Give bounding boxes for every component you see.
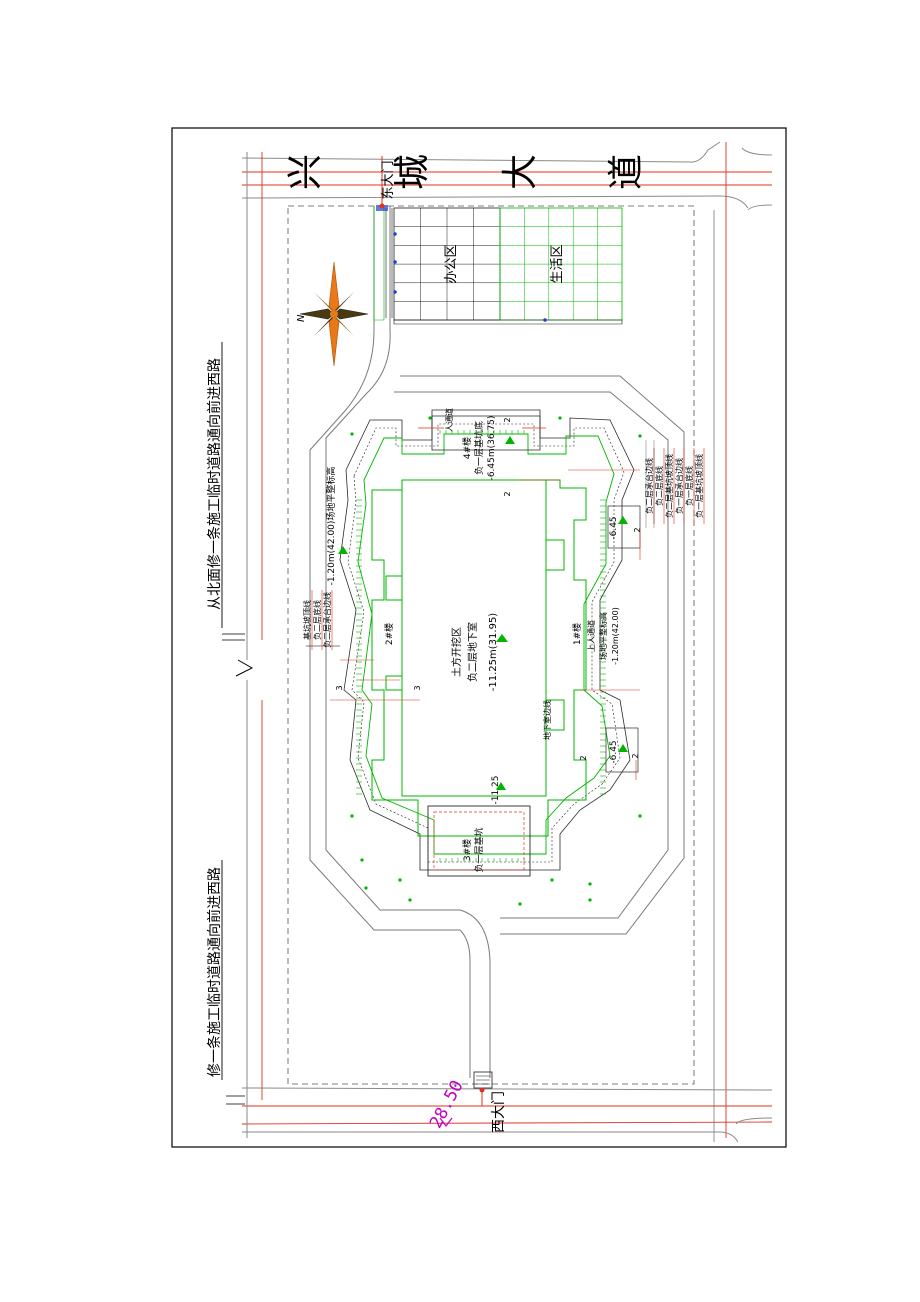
svg-text:办公区: 办公区 [444,244,459,283]
survey-stake [588,898,592,902]
building-1-label: 1#楼 [571,623,583,645]
basement-outline [371,479,587,837]
drawing-frame [171,127,787,1148]
survey-stake [638,434,642,438]
svg-text:1#楼: 1#楼 [571,623,583,645]
svg-text:基坑坡顶线: 基坑坡顶线 [302,600,312,640]
right-step-upper: -6.45 [607,505,641,549]
svg-text:负一层基坑: 负一层基坑 [473,827,485,872]
south-road-note: 修一条施工临时道路通向前进西路 [206,860,223,1080]
north-arrow-icon: N [296,261,369,367]
building-2-label: 2#楼 [383,623,395,645]
basement-edge-label: 地下室边线 [542,700,552,740]
legend-right: 负二层承台边线 负二层底线 负二层基坑坡顶线 负一层承台边线 负一层底线 负一层… [644,440,705,528]
svg-text:上人通道: 上人通道 [586,620,596,652]
svg-text:负二层地下室: 负二层地下室 [466,622,479,682]
svg-text:负二层承台边线: 负二层承台边线 [322,592,332,648]
survey-stake [350,814,354,818]
svg-text:土方开挖区: 土方开挖区 [450,627,463,677]
svg-text:兴: 兴 [285,154,326,190]
survey-stake [428,416,432,420]
svg-text:2: 2 [503,491,512,496]
svg-text:负一层底线: 负一层底线 [684,466,694,506]
svg-text:负一层承台边线: 负一层承台边线 [674,458,684,514]
svg-text:2#楼: 2#楼 [383,623,395,645]
svg-text:城: 城 [392,154,433,190]
earthwork-zone-label: 土方开挖区 负二层地下室 -11.25m(31.95) [450,613,499,692]
elevation-11-25: -11.25 [491,775,506,805]
svg-text:从北面修一条施工临时道路通向前进西路: 从北面修一条施工临时道路通向前进西路 [206,358,223,610]
west-road [241,1087,773,1143]
survey-stakes [350,416,642,906]
svg-text:3#楼: 3#楼 [461,839,473,861]
right-step-lower: -6.45 [605,727,639,773]
svg-text:-11.25m(31.95): -11.25m(31.95) [488,613,499,692]
survey-stake [398,878,402,882]
svg-text:N: N [296,314,307,322]
east-gate: 东大门 [379,156,396,209]
survey-stake [638,814,642,818]
svg-text:人通道: 人通道 [444,408,454,432]
dimension-labels: 2 2 2 2 2 3 3 [335,417,642,760]
survey-stake [364,886,368,890]
svg-text:负一层基坑底: 负一层基坑底 [473,421,485,475]
svg-text:场地平整标高: 场地平整标高 [598,612,608,660]
survey-stake [350,432,354,436]
survey-stake [558,416,562,420]
svg-text:负一层基坑坡顶线: 负一层基坑坡顶线 [694,454,704,518]
svg-text:负二层基坑坡顶线: 负二层基坑坡顶线 [664,454,674,518]
survey-stake [360,858,364,862]
svg-text:负二层承台边线: 负二层承台边线 [644,458,654,514]
west-gate: 西大门 28.50 [426,1071,507,1133]
svg-text:2: 2 [503,417,512,422]
svg-text:3: 3 [335,685,344,690]
svg-text:-6.45: -6.45 [609,740,619,763]
svg-text:修一条施工临时道路通向前进西路: 修一条施工临时道路通向前进西路 [206,867,223,1077]
svg-text:-6.45: -6.45 [609,516,619,539]
svg-text:2: 2 [579,755,588,760]
svg-text:2: 2 [633,527,642,532]
svg-text:大: 大 [500,154,541,190]
svg-text:-6.45m(36.75): -6.45m(36.75) [487,416,497,481]
svg-text:负二层底线: 负二层底线 [312,600,322,640]
north-road-note: 从北面修一条施工临时道路通向前进西路 [206,342,223,628]
svg-text:道: 道 [606,154,647,190]
svg-text:生活区: 生活区 [550,244,565,283]
survey-stake [588,882,592,886]
svg-text:-1.20m(42.00): -1.20m(42.00) [611,607,620,665]
temporary-road-left [222,152,263,1138]
legend-left: 基坑坡顶线 负二层底线 负二层承台边线 [302,590,340,650]
xingcheng-road [241,141,773,1142]
survey-stake [550,878,554,882]
road-name: 兴 城 大 道 [285,154,647,190]
right-site-elevation: 上人通道 场地平整标高 -1.20m(42.00) [586,607,620,665]
building-4: 4#楼 负一层基坑底 -6.45m(36.75) 人通道 [418,408,546,480]
office-living-compound: 办公区 生活区 [373,205,623,325]
dimension-lines [330,469,641,780]
svg-text:2: 2 [631,753,640,758]
building-3: 3#楼 负一层基坑 [427,805,531,877]
svg-text:西大门: 西大门 [491,1091,507,1133]
svg-text:3: 3 [413,685,422,690]
left-site-elevation: -1.20m(42.00)场地平整标高 [325,467,337,586]
svg-text:地下室边线: 地下室边线 [542,700,552,740]
svg-text:负二层底线: 负二层底线 [654,466,664,506]
svg-text:-1.20m(42.00)场地平整标高: -1.20m(42.00)场地平整标高 [325,467,337,586]
office-zone-label: 办公区 [444,244,459,283]
svg-text:4#楼: 4#楼 [461,437,473,459]
svg-text:东大门: 东大门 [381,160,396,199]
site-boundary [287,205,695,1085]
survey-stake [518,902,522,906]
survey-stake [408,898,412,902]
living-zone-label: 生活区 [550,244,565,283]
internal-access-road [309,206,685,1078]
